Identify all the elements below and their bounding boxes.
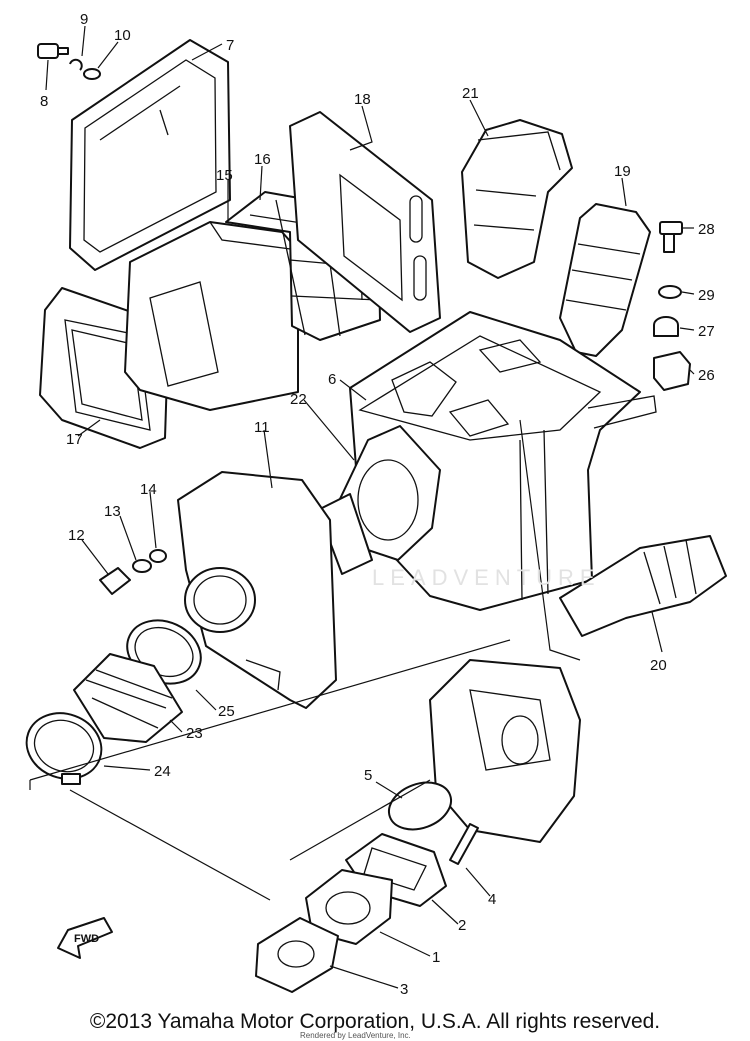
part-number-8: 8	[40, 93, 48, 110]
part-number-7: 7	[226, 37, 234, 54]
part-14-washer	[149, 549, 167, 563]
part-numbers: 9 10 8 7 18 21 16 15 19 28 29 27 26 6 22…	[40, 11, 715, 998]
part-number-10: 10	[114, 27, 131, 44]
part-8-screw	[37, 43, 69, 59]
part-4-bolt	[449, 823, 479, 865]
part-number-4: 4	[488, 891, 496, 908]
part-number-9: 9	[80, 11, 88, 28]
rendered-by-text: Rendered by LeadVenture, Inc.	[300, 1031, 411, 1040]
carburetor	[429, 659, 581, 843]
part-11-case	[177, 471, 337, 709]
copyright-text: ©2013 Yamaha Motor Corporation, U.S.A. A…	[89, 1010, 661, 1033]
part-number-13: 13	[104, 503, 121, 520]
part-number-27: 27	[698, 323, 715, 340]
part-20-snorkel	[559, 535, 727, 637]
part-number-28: 28	[698, 221, 715, 238]
part-number-25: 25	[218, 703, 235, 720]
fwd-label: FWD	[74, 933, 99, 945]
part-28-bolt	[659, 221, 683, 253]
part-27-collar	[653, 316, 679, 337]
part-15-filter-element	[124, 221, 299, 411]
part-19-hose	[559, 203, 651, 357]
part-26-grommet	[653, 351, 691, 391]
part-number-3: 3	[400, 981, 408, 998]
part-number-29: 29	[698, 287, 715, 304]
part-number-20: 20	[650, 657, 667, 674]
part-13-washer	[132, 559, 152, 573]
part-21-duct	[461, 119, 573, 279]
part-number-26: 26	[698, 367, 715, 384]
part-23-bellows	[73, 653, 183, 743]
part-number-15: 15	[216, 167, 233, 184]
assembly-outline	[29, 639, 511, 901]
part-number-24: 24	[154, 763, 171, 780]
part-number-14: 14	[140, 481, 157, 498]
part-number-5: 5	[364, 767, 372, 784]
part-9-clip	[69, 58, 83, 71]
part-7-cover	[69, 39, 231, 271]
part-number-21: 21	[462, 85, 479, 102]
part-number-19: 19	[614, 163, 631, 180]
part-number-22: 22	[290, 391, 307, 408]
part-number-12: 12	[68, 527, 85, 544]
part-number-18: 18	[354, 91, 371, 108]
part-10-washer	[83, 68, 101, 80]
part-29-washer	[658, 285, 682, 299]
part-18-gasket	[289, 111, 441, 333]
part-24-band	[25, 712, 103, 785]
part-number-16: 16	[254, 151, 271, 168]
leader-lines	[45, 25, 695, 989]
part-number-17: 17	[66, 431, 83, 448]
part-number-1: 1	[432, 949, 440, 966]
watermark-text: LEADVENTURE	[372, 565, 601, 590]
part-number-2: 2	[458, 917, 466, 934]
part-number-11: 11	[254, 419, 270, 436]
part-22-joint	[317, 425, 441, 575]
part-12-screw	[99, 567, 131, 595]
part-3-gasket	[255, 917, 339, 993]
fwd-arrow-icon: FWD	[57, 917, 113, 959]
part-number-23: 23	[186, 725, 203, 742]
part-number-6: 6	[328, 371, 336, 388]
